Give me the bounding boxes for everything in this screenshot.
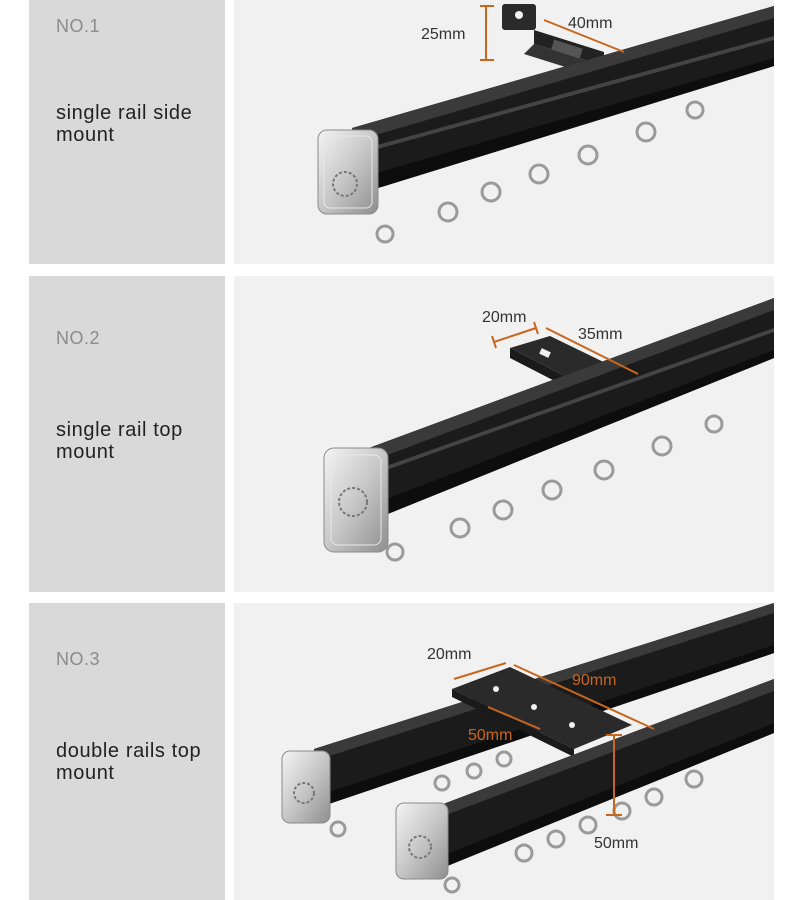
option-1-product-photo: 25mm 40mm [234,0,774,264]
option-2-product-photo: 20mm 35mm [234,276,774,592]
option-2-title: single rail top mount [56,419,183,463]
front-rail-icon [430,679,774,873]
double-rails-top-mount-illustration: 20mm 90mm 50mm 50mm [281,603,774,894]
rail-icon [358,298,774,526]
option-3-bracket-length-dimension: 90mm [572,672,616,689]
option-3-drop-dimension: 50mm [594,835,638,852]
single-rail-top-mount-illustration: 20mm 35mm [323,298,774,562]
single-rail-side-mount-illustration: 25mm 40mm [317,4,774,244]
dimension-lines [480,5,625,61]
option-1-label-panel: NO.1 single rail side mount [29,0,225,264]
option-2-depth-dimension: 20mm [482,309,526,326]
end-cap-icon [281,750,449,880]
option-3-label-panel: NO.3 double rails top mount [29,603,225,900]
end-cap-icon [317,129,379,215]
rail-icon [352,6,774,196]
dimension-lines [453,662,655,816]
option-2-number: NO.2 [56,328,101,348]
end-cap-icon [323,447,389,553]
glider-hooks-icon [385,414,724,562]
glider-hooks-icon [375,100,705,244]
glider-hooks-icon [329,750,704,894]
option-2-label-panel: NO.2 single rail top mount [29,276,225,592]
option-3-title: double rails top mount [56,740,202,784]
option-1-number: NO.1 [56,16,101,36]
option-3-bracket-depth-dimension: 20mm [427,646,471,663]
dimension-lines [491,321,639,375]
option-1-title: single rail side mount [56,102,193,146]
double-bracket-icon [452,667,632,757]
option-1-width-dimension: 40mm [568,15,612,32]
option-2-length-dimension: 35mm [578,326,622,343]
option-3-rail-spacing-dimension: 50mm [468,727,512,744]
option-3-product-photo: 20mm 90mm 50mm 50mm [234,603,774,900]
option-3-number: NO.3 [56,649,101,669]
option-1-height-dimension: 25mm [421,26,465,43]
